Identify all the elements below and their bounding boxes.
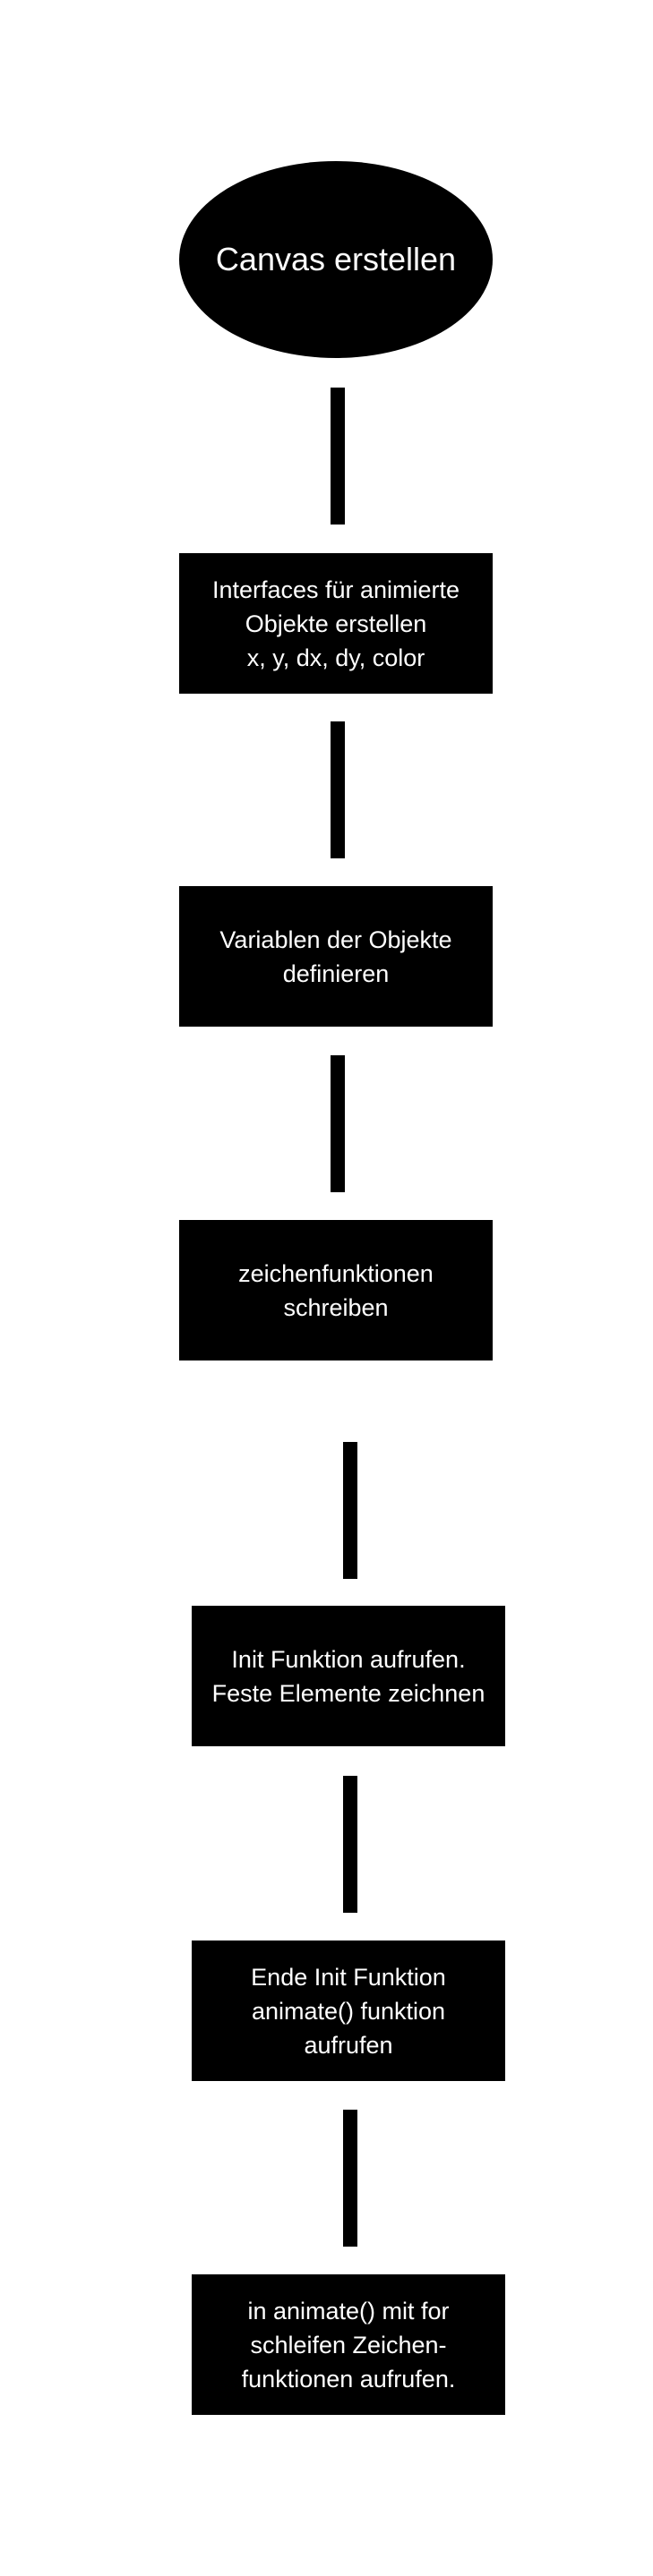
step-label: Interfaces für animierte Objekte erstell… xyxy=(211,576,460,671)
connector-line xyxy=(343,1776,357,1913)
connector-line xyxy=(331,721,345,858)
step-box-draw-functions: zeichenfunktionen schreiben xyxy=(179,1220,493,1361)
connector-line xyxy=(343,2110,357,2247)
step-label: in animate() mit for schleifen Zeichen- … xyxy=(241,2297,456,2393)
step-label: Ende Init Funktion animate() funktion au… xyxy=(251,1963,446,2059)
step-label: Variablen der Objekte definieren xyxy=(219,925,452,987)
connector-line xyxy=(343,1442,357,1579)
step-box-variables: Variablen der Objekte definieren xyxy=(179,886,493,1027)
step-box-interfaces: Interfaces für animierte Objekte erstell… xyxy=(179,553,493,694)
step-box-init: Init Funktion aufrufen. Feste Elemente z… xyxy=(192,1606,505,1746)
step-box-animate: in animate() mit for schleifen Zeichen- … xyxy=(192,2274,505,2415)
step-label: Init Funktion aufrufen. Feste Elemente z… xyxy=(211,1645,485,1707)
connector-line xyxy=(331,388,345,525)
step-box-end-init: Ende Init Funktion animate() funktion au… xyxy=(192,1941,505,2081)
step-label: zeichenfunktionen schreiben xyxy=(238,1259,434,1321)
connector-line xyxy=(331,1055,345,1192)
start-label: Canvas erstellen xyxy=(215,241,457,277)
start-ellipse: Canvas erstellen xyxy=(179,161,493,358)
